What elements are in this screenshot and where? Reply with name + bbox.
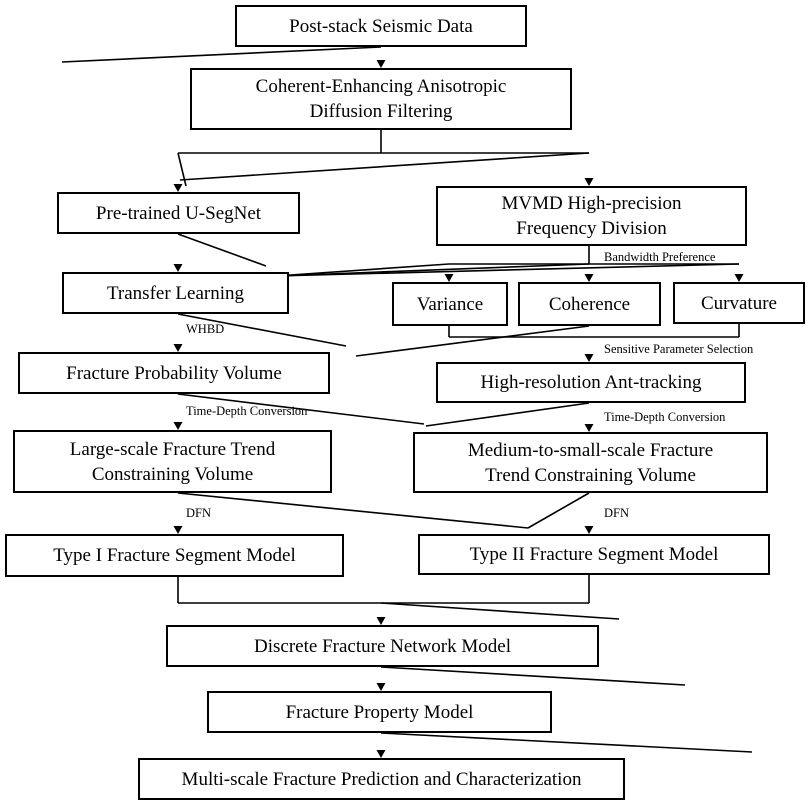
node-fracture-property-model: Fracture Property Model [207, 691, 552, 733]
node-type-i-segment-model: Type I Fracture Segment Model [5, 534, 344, 577]
arrow-property-to-multiscale-arrowhead [376, 750, 386, 758]
node-variance: Variance [392, 282, 508, 326]
arrow-to-mvmd-arrowhead [584, 178, 594, 186]
arrow-large-scale-to-type1 [177, 492, 529, 529]
arrow-medium-scale-to-type2 [527, 492, 590, 529]
node-discrete-fracture-network-model: Discrete Fracture Network Model [166, 625, 599, 667]
arrow-to-curvature [275, 263, 740, 277]
label-time-depth-conversion-left: Time-Depth Conversion [186, 404, 308, 418]
node-type-ii-segment-model: Type II Fracture Segment Model [418, 534, 770, 575]
node-text-line: Multi-scale Fracture Prediction and Char… [181, 768, 582, 790]
arrow-fpv-to-large-scale-arrowhead [173, 422, 183, 430]
node-transfer-learning: Transfer Learning [62, 272, 289, 314]
label-dfn-right: DFN [604, 506, 630, 520]
arrow-to-curvature-arrowhead [734, 274, 744, 282]
node-text-line: Type I Fracture Segment Model [53, 545, 296, 566]
arrow-to-dfn-model-arrowhead [376, 617, 386, 625]
label-time-depth-conversion-right: Time-Depth Conversion [604, 410, 726, 424]
node-fracture-probability-volume: Fracture Probability Volume [18, 352, 330, 394]
node-text-line: Diffusion Filtering [309, 101, 453, 122]
node-text-line: Constraining Volume [91, 463, 254, 485]
arrow-ant-to-medium-scale-arrowhead [584, 424, 594, 432]
node-text-line: Pre-trained U-SegNet [95, 202, 262, 224]
node-text-line: Transfer Learning [106, 282, 244, 304]
node-text-line: Curvature [701, 292, 777, 314]
arrow-to-ant-tracking-arrowhead [584, 354, 594, 362]
arrow-ant-to-medium-scale [425, 402, 590, 427]
arrow-to-pretrained-arrowhead [173, 184, 183, 192]
node-pretrained-u-segnet: Pre-trained U-SegNet [57, 192, 300, 234]
node-coherence: Coherence [518, 282, 661, 326]
node-text-line: Variance [416, 293, 484, 315]
arrow-pretrained-to-transfer-arrowhead [173, 264, 183, 272]
node-text-line: Medium-to-small-scale Fracture [467, 439, 714, 461]
node-multiscale-prediction: Multi-scale Fracture Prediction and Char… [138, 758, 625, 800]
label-whbd: WHBD [186, 322, 225, 336]
node-ant-tracking: High-resolution Ant-tracking [436, 362, 746, 403]
arrow-pretrained-to-transfer [177, 233, 267, 267]
arrow-fpv-to-large-scale [177, 393, 425, 425]
label-bandwidth-preference: Bandwidth Preference [604, 250, 716, 264]
arrow-large-scale-to-type1-arrowhead [173, 526, 183, 534]
node-text-line: Large-scale Fracture Trend [69, 438, 276, 460]
label-dfn-left: DFN [186, 506, 212, 520]
arrow-transfer-to-fpv-arrowhead [173, 344, 183, 352]
arrow-to-coherence-arrowhead [584, 274, 594, 282]
node-text-line: Post-stack Seismic Data [289, 15, 473, 37]
node-text-line: Coherent-Enhancing Anisotropic [255, 76, 507, 97]
arrow-to-variance [275, 263, 450, 277]
node-post-stack-seismic-data: Post-stack Seismic Data [235, 5, 527, 47]
arrow-dfn-to-property-arrowhead [376, 683, 386, 691]
arrow-transfer-to-fpv [177, 313, 347, 347]
node-text-line: Discrete Fracture Network Model [254, 635, 511, 657]
node-text-line: MVMD High-precision [501, 193, 682, 214]
node-curvature: Curvature [673, 282, 805, 324]
node-text-line: Type II Fracture Segment Model [469, 544, 719, 565]
arrow-to-dfn-model [380, 602, 620, 620]
arrow-post-stack-to-filter-arrowhead [376, 60, 386, 68]
arrow-property-to-multiscale [380, 732, 753, 753]
node-text-line: Coherence [548, 293, 631, 315]
label-sensitive-parameter-selection: Sensitive Parameter Selection [604, 342, 754, 356]
arrow-dfn-to-property [380, 666, 686, 686]
arrow-medium-scale-to-type2-arrowhead [584, 526, 594, 534]
arrow-to-ant-tracking [355, 325, 590, 357]
node-text-line: Trend Constraining Volume [485, 464, 696, 486]
arrow-to-mvmd [179, 152, 590, 181]
arrow-to-pretrained [177, 152, 187, 187]
node-text-line: High-resolution Ant-tracking [480, 372, 702, 393]
node-text-line: Fracture Property Model [285, 701, 474, 723]
node-text-line: Fracture Probability Volume [66, 362, 282, 384]
arrow-to-variance-arrowhead [444, 274, 454, 282]
node-text-line: Frequency Division [516, 218, 667, 239]
arrow-post-stack-to-filter [61, 46, 382, 63]
